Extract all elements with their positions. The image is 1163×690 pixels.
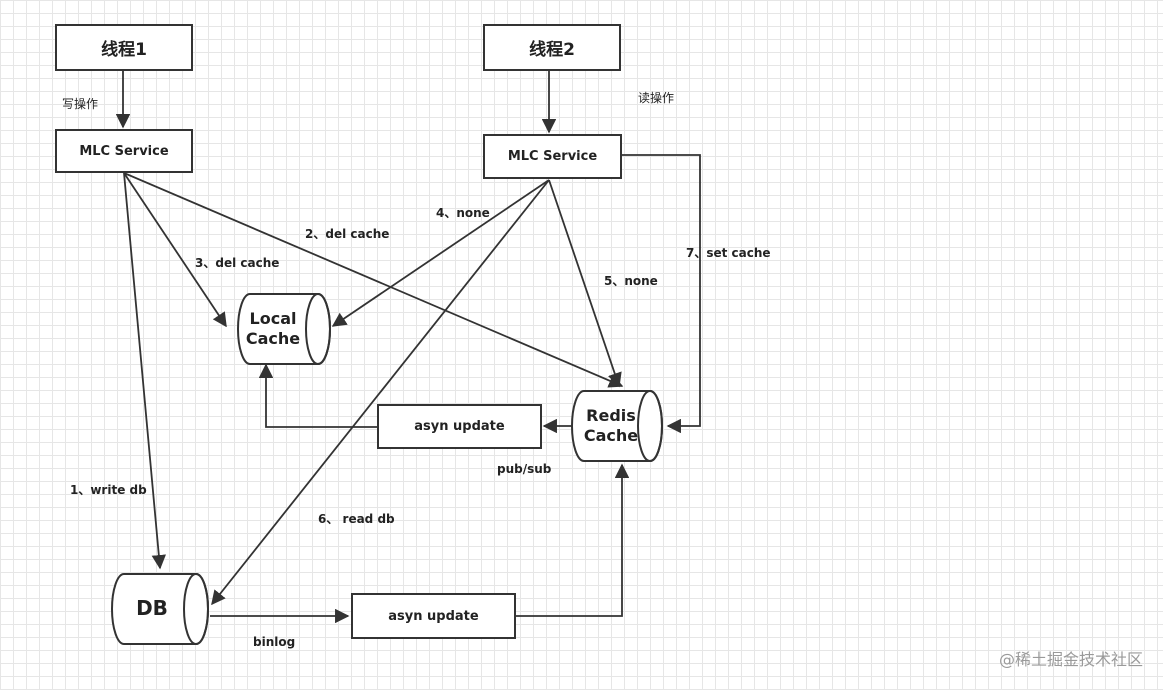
watermark-text: @稀土掘金技术社区 — [998, 650, 1143, 669]
read-operation-label: 读操作 — [638, 91, 675, 105]
local-cache-label-line2: Cache — [245, 329, 301, 348]
db-cylinder — [111, 573, 209, 645]
set-cache-7-label: 7、set cache — [686, 246, 771, 260]
del-cache-2-label: 2、del cache — [305, 227, 390, 241]
local-cache-cylinder — [237, 293, 331, 365]
redis-cache-cylinder — [571, 390, 663, 462]
asyn-update-top-box: asyn update — [377, 404, 542, 449]
mlc-service-left-box: MLC Service — [55, 129, 193, 173]
db-label: DB — [136, 596, 168, 620]
read-db-6-label: 6、 read db — [318, 512, 395, 526]
arrow-set-cache — [622, 154, 701, 434]
mlc-service-right-box: MLC Service — [483, 134, 622, 179]
pub-sub-label: pub/sub — [497, 462, 552, 476]
thread1-box: 线程1 — [55, 24, 193, 71]
redis-cache-label: Redis Cache — [576, 406, 646, 446]
local-cache-label-line1: Local — [249, 309, 297, 328]
none-4-label: 4、none — [436, 206, 490, 220]
write-db-label: 1、write db — [70, 483, 147, 497]
redis-cache-label-line1: Redis — [586, 406, 636, 425]
arrow-write-db — [123, 172, 166, 570]
arrow-del-cache-local — [123, 172, 227, 328]
local-cache-label: Local Cache — [238, 309, 308, 349]
asyn-update-bottom-box: asyn update — [351, 593, 516, 639]
write-operation-label: 写操作 — [62, 97, 99, 111]
arrow-none-redis — [548, 179, 622, 388]
thread2-box: 线程2 — [483, 24, 621, 71]
redis-cache-label-line2: Cache — [583, 426, 639, 445]
arrow-del-cache-redis — [123, 172, 624, 388]
arrow-none-local — [331, 179, 550, 327]
arrow-asyn-to-redis — [516, 463, 630, 617]
del-cache-3-label: 3、del cache — [195, 256, 280, 270]
none-5-label: 5、none — [604, 274, 658, 288]
arrow-asyn-to-local — [258, 363, 377, 428]
binlog-label: binlog — [253, 635, 296, 649]
arrow-read-db — [211, 179, 550, 606]
